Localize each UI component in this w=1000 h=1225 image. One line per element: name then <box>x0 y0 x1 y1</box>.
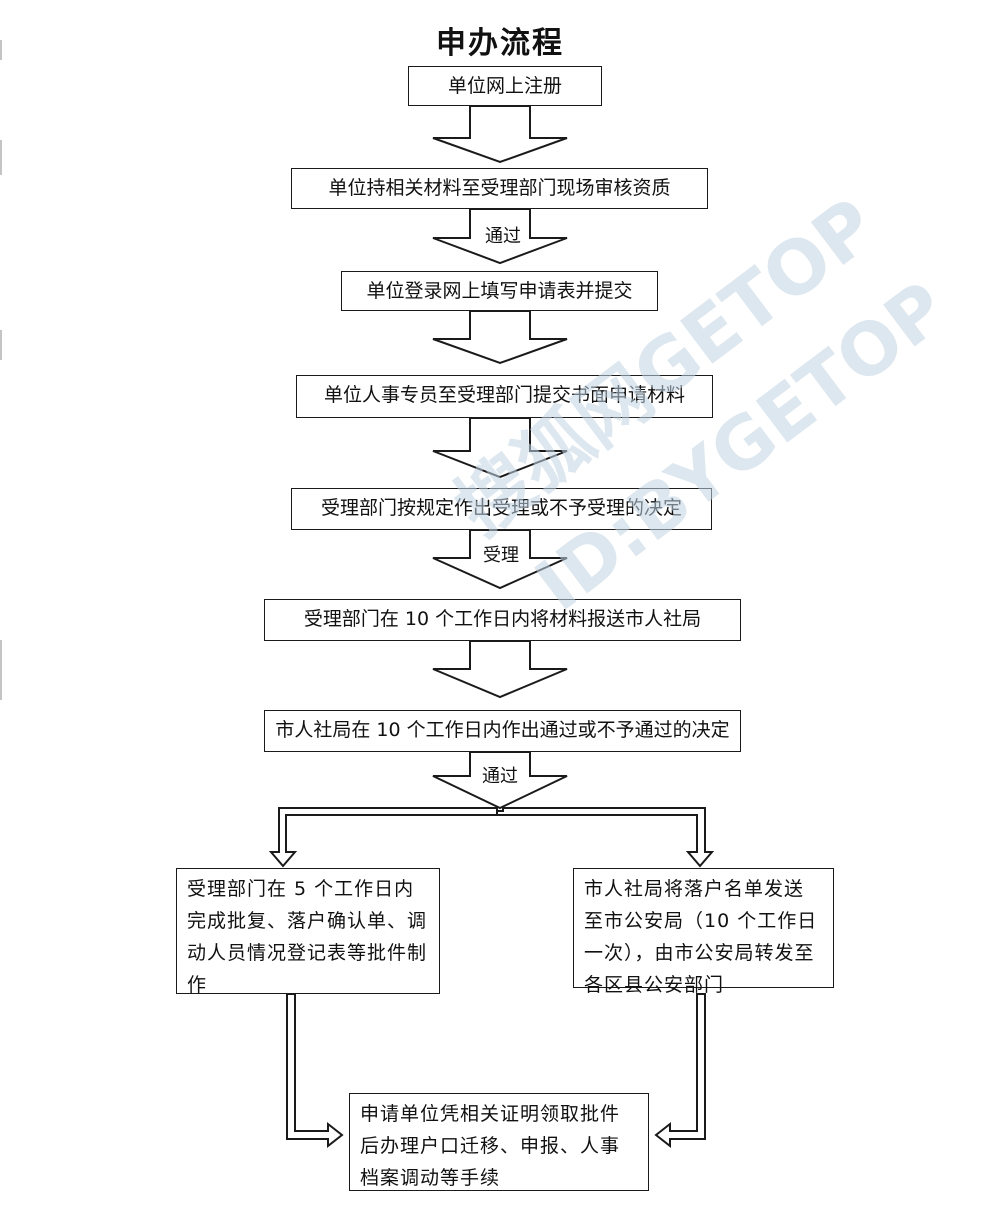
branch-right-box: 市人社局将落户名单发送至市公安局（10 个工作日一次），由市公安局转发至各区县公… <box>573 868 834 996</box>
arrow-step2-step3 <box>432 208 568 265</box>
arrow-step1-step2 <box>432 105 568 164</box>
arrow-step5-step6 <box>432 529 568 590</box>
branch-left-box: 受理部门在 5 个工作日内完成批复、落户确认单、调动人员情况登记表等批件制作 <box>176 868 440 996</box>
arrow-step4-step5 <box>432 417 568 479</box>
step-forward-to-bureau: 受理部门在 10 个工作日内将材料报送市人社局 <box>264 599 741 641</box>
step-bureau-decision: 市人社局在 10 个工作日内作出通过或不予通过的决定 <box>264 710 741 752</box>
final-step-box: 申请单位凭相关证明领取批件后办理户口迁移、申报、人事档案调动等手续 <box>349 1093 649 1191</box>
arrow-step3-step4 <box>432 310 568 365</box>
branch-right-arrow <box>496 807 715 868</box>
step-onsite-review: 单位持相关材料至受理部门现场审核资质 <box>291 168 708 209</box>
merge-right-arrow <box>654 993 706 1149</box>
page-title: 申办流程 <box>436 26 564 61</box>
merge-left-arrow <box>286 993 344 1149</box>
step-register: 单位网上注册 <box>408 66 602 106</box>
step-online-application: 单位登录网上填写申请表并提交 <box>341 271 658 311</box>
step-acceptance-decision: 受理部门按规定作出受理或不予受理的决定 <box>291 488 712 530</box>
branch-left-arrow <box>268 807 504 868</box>
arrow-label-pass-1: 通过 <box>485 226 521 247</box>
arrow-step7-branch <box>432 751 568 810</box>
arrow-step6-step7 <box>432 640 568 699</box>
arrow-label-pass-2: 通过 <box>482 766 518 787</box>
arrow-label-accept: 受理 <box>483 545 519 566</box>
step-submit-documents: 单位人事专员至受理部门提交书面申请材料 <box>296 375 713 418</box>
scan-edge-marks <box>0 40 2 700</box>
